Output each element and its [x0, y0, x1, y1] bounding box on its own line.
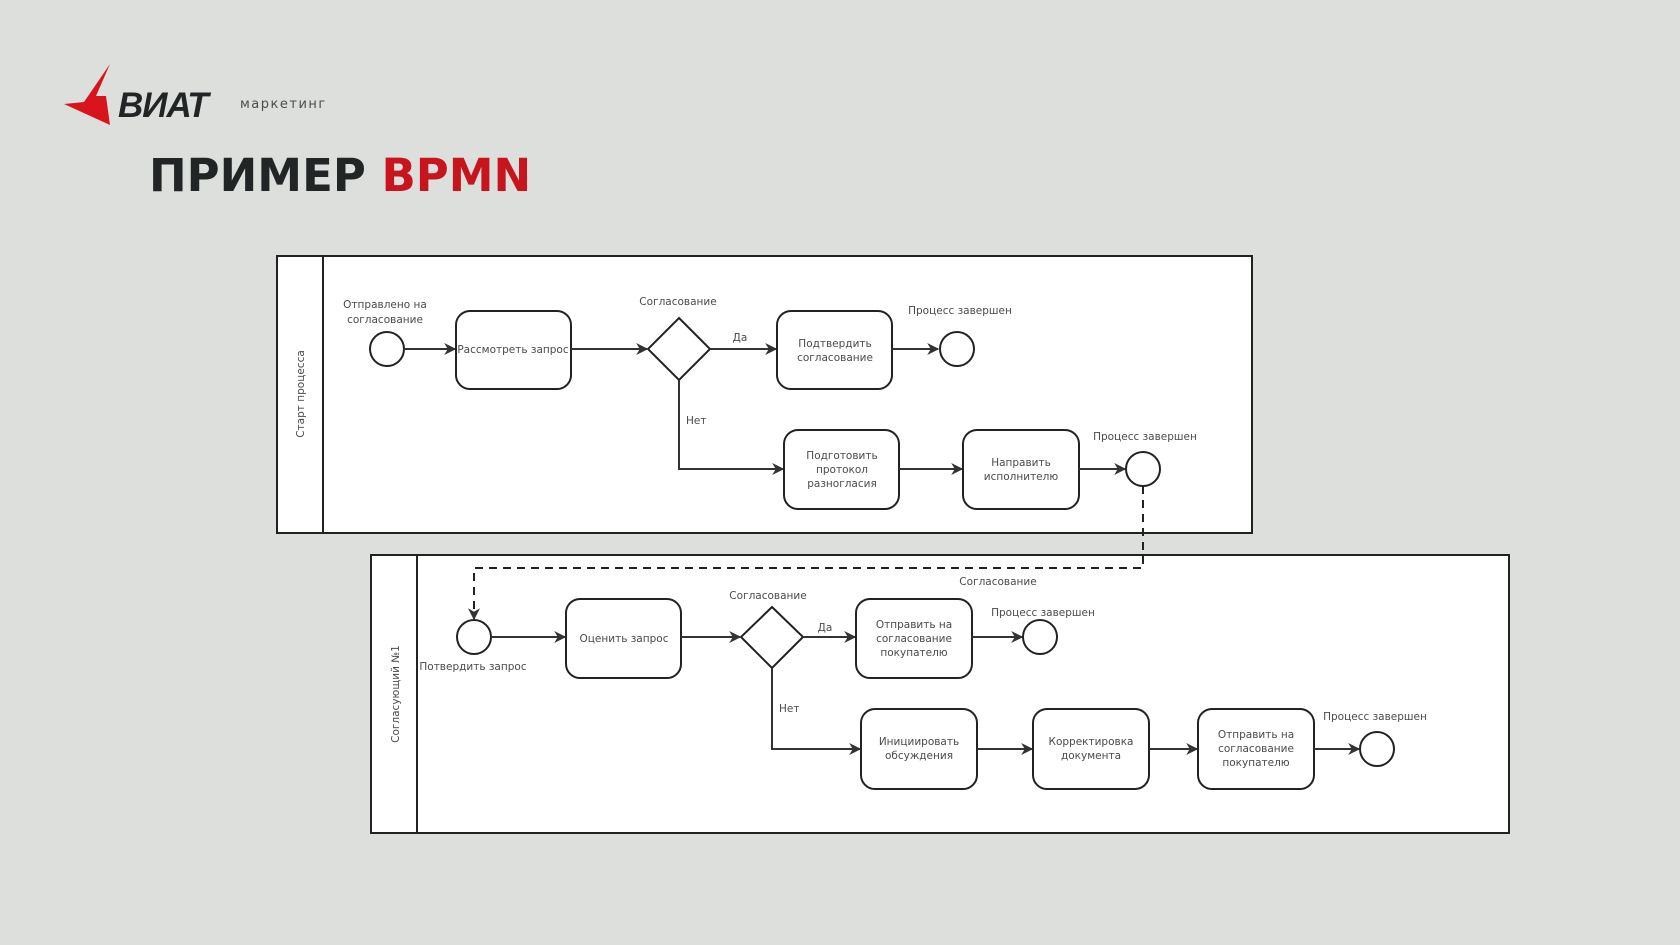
- end-event-1-circle[interactable]: [939, 331, 975, 367]
- task-send-to-buyer-2-label-2: согласование: [1218, 743, 1294, 755]
- message-flow-dashed: [468, 486, 1144, 621]
- gateway-2-label: Согласование: [729, 590, 806, 602]
- pool-start-process: Старт процесса Отправлено на согласовани…: [276, 255, 1253, 534]
- gateway-1-yes-label: Да: [733, 332, 748, 344]
- task-correct-document-label-1: Корректировка: [1048, 736, 1133, 748]
- task-correct-document-label-2: документа: [1061, 750, 1121, 762]
- end-event-4-label: Процесс завершен: [1323, 711, 1427, 723]
- task-confirm-approval-label-1: Подтвердить: [798, 338, 871, 350]
- task-send-to-executor[interactable]: [962, 429, 1080, 510]
- task-evaluate-request[interactable]: [565, 598, 682, 679]
- pool-1-body: [276, 255, 1253, 534]
- task-confirm-approval-label-2: согласование: [797, 352, 873, 364]
- page-title: ПРИМЕР BPMN: [149, 146, 531, 206]
- start-event-label-line-1: Отправлено на: [343, 299, 427, 311]
- flow-gateway-no: [678, 380, 785, 475]
- end-event-3-circle[interactable]: [1022, 619, 1058, 655]
- pool-2-label: Согласующий №1: [390, 645, 402, 743]
- gateway-2-yes-label: Да: [818, 622, 833, 634]
- task-review-request-label: Рассмотреть запрос: [457, 344, 569, 356]
- start-event-2-label: Потвердить запрос: [419, 661, 526, 673]
- task-confirm-approval[interactable]: [776, 310, 893, 390]
- task-send-to-buyer-label-2: согласование: [876, 633, 952, 645]
- gateway-2-no-label: Нет: [779, 703, 799, 715]
- task-initiate-discussion-label-2: обсуждения: [885, 750, 953, 762]
- task-send-to-buyer-label-1: Отправить на: [876, 619, 952, 631]
- end-event-1-label: Процесс завершен: [908, 305, 1012, 317]
- pool-1-label: Старт процесса: [295, 350, 307, 438]
- task-send-to-buyer-2-label-3: покупателю: [1222, 757, 1289, 769]
- task-initiate-discussion[interactable]: [860, 708, 978, 790]
- start-event-circle[interactable]: [369, 331, 405, 367]
- brand-name: ВИАТ: [118, 86, 209, 125]
- gateway-1-label: Согласование: [639, 296, 716, 308]
- task-initiate-discussion-label-1: Инициировать: [879, 736, 959, 748]
- task-send-to-buyer-2-label-1: Отправить на: [1218, 729, 1294, 741]
- task-send-to-buyer-label-3: покупателю: [880, 647, 947, 659]
- end-event-2-label: Процесс завершен: [1093, 431, 1197, 443]
- task-send-to-executor-label-2: исполнителю: [984, 471, 1059, 483]
- task-prepare-protocol-label-1: Подготовить: [806, 450, 877, 462]
- task-correct-document[interactable]: [1032, 708, 1150, 790]
- task-send-to-buyer[interactable]: [855, 598, 973, 679]
- gateway-1-no-label: Нет: [686, 415, 706, 427]
- end-event-4-circle[interactable]: [1359, 731, 1395, 767]
- task-evaluate-request-label: Оценить запрос: [580, 633, 669, 645]
- end-event-3-label: Процесс завершен: [991, 607, 1095, 619]
- start-event-label-line-2: согласование: [347, 314, 423, 326]
- page-title-accent: BPMN: [381, 149, 532, 202]
- pool-approver-1: Согласующий №1 Согласование Потвердить з…: [370, 554, 1510, 834]
- task-send-to-executor-label-1: Направить: [991, 457, 1051, 469]
- flow-gateway2-no: [771, 668, 862, 755]
- pool-2-body: [370, 554, 1510, 834]
- task-prepare-protocol-label-3: разногласия: [807, 478, 877, 490]
- task-prepare-protocol-label-2: протокол: [816, 464, 868, 476]
- brand-logo-bolt-icon: [64, 64, 110, 125]
- page-title-main: ПРИМЕР: [149, 149, 366, 202]
- start-event-2-circle[interactable]: [456, 619, 492, 655]
- brand-subtitle: маркетинг: [240, 97, 327, 112]
- end-event-2-circle[interactable]: [1125, 451, 1161, 487]
- message-flow-label: Согласование: [959, 576, 1036, 588]
